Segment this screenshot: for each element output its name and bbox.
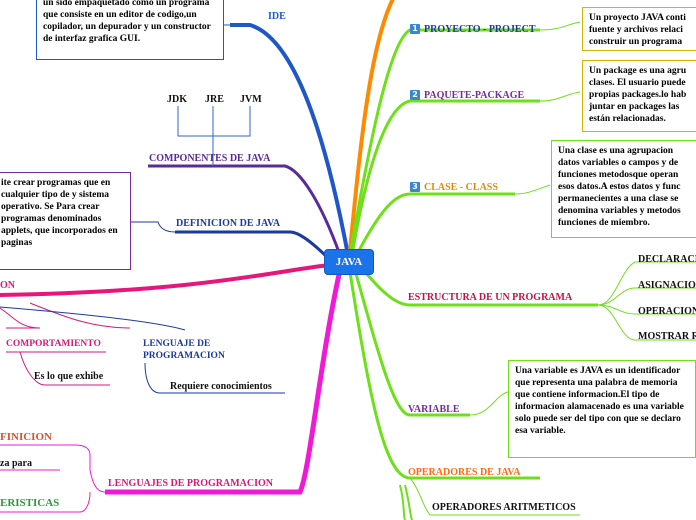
class-label: CLASE - CLASS bbox=[424, 182, 498, 193]
ide-node-label[interactable]: IDE bbox=[268, 11, 286, 22]
class-node[interactable]: 3 CLASE - CLASS bbox=[410, 182, 498, 194]
definition-note-text: ite crear programas que en cualquier tip… bbox=[1, 178, 118, 248]
definition-note-box: ite crear programas que en cualquier tip… bbox=[0, 172, 131, 270]
structure-item-1[interactable]: DECLARACI bbox=[638, 254, 696, 265]
central-topic-java[interactable]: JAVA bbox=[325, 250, 373, 274]
project-node[interactable]: 1 PROYECTO - PROJECT bbox=[410, 24, 536, 36]
structure-item-2[interactable]: ASIGNACIO bbox=[638, 280, 696, 291]
variable-note-box: Una variable es JAVA es un identificador… bbox=[508, 360, 696, 458]
components-node-label[interactable]: COMPONENTES DE JAVA bbox=[149, 153, 271, 164]
class-note-box: Una clase es una agrupacion datos variab… bbox=[551, 140, 696, 238]
project-label: PROYECTO - PROJECT bbox=[424, 24, 536, 35]
structure-item-4[interactable]: MOSTRAR R bbox=[638, 331, 696, 342]
package-label: PAQUETE-PACKAGE bbox=[424, 90, 525, 101]
lenguaje-node[interactable]: LENGUAJE DE PROGRAMACION bbox=[143, 339, 225, 361]
number-badge-1: 1 bbox=[410, 24, 420, 34]
lenguaje-child[interactable]: Requiere conocimientos bbox=[170, 381, 272, 392]
class-note-text: Una clase es una agrupacion datos variab… bbox=[558, 146, 681, 228]
package-note-text: Un package es una agru clases. El usuari… bbox=[589, 66, 687, 124]
comportamiento-child[interactable]: Es lo que exhibe bbox=[34, 371, 104, 382]
operators-child[interactable]: OPERADORES ARITMETICOS bbox=[432, 502, 576, 513]
comportamiento-node[interactable]: COMPORTAMIENTO bbox=[6, 339, 101, 349]
package-note-box: Un package es una agru clases. El usuari… bbox=[582, 60, 696, 132]
operators-node-label[interactable]: OPERADORES DE JAVA bbox=[408, 467, 521, 478]
number-badge-2: 2 bbox=[410, 90, 420, 100]
project-note-box: Un proyecto JAVA conti fuente y archivos… bbox=[582, 7, 696, 51]
variable-note-text: Una variable es JAVA es un identificador… bbox=[515, 366, 684, 436]
component-jdk[interactable]: JDK bbox=[167, 94, 187, 105]
languages-node-label[interactable]: LENGUAJES DE PROGRAMACION bbox=[108, 478, 274, 489]
ide-note-text: un sido empaquetado como un programa que… bbox=[43, 0, 211, 44]
structure-node-label[interactable]: ESTRUCTURA DE UN PROGRAMA bbox=[408, 292, 573, 303]
left-partial-label[interactable]: ON bbox=[0, 280, 15, 291]
component-jre[interactable]: JRE bbox=[205, 94, 224, 105]
project-note-text: Un proyecto JAVA conti fuente y archivos… bbox=[589, 13, 686, 47]
languages-definition-child[interactable]: za para bbox=[0, 458, 32, 469]
component-jvm[interactable]: JVM bbox=[240, 94, 262, 105]
languages-characteristics-label[interactable]: ERISTICAS bbox=[0, 497, 60, 509]
languages-definition-label[interactable]: FINICION bbox=[0, 431, 52, 443]
package-node[interactable]: 2 PAQUETE-PACKAGE bbox=[410, 90, 524, 102]
number-badge-3: 3 bbox=[410, 182, 420, 192]
structure-item-3[interactable]: OPERACION bbox=[638, 306, 696, 317]
variable-node-label[interactable]: VARIABLE bbox=[408, 404, 460, 415]
definition-node-label[interactable]: DEFINICION DE JAVA bbox=[176, 218, 281, 229]
ide-note-box: un sido empaquetado como un programa que… bbox=[36, 0, 224, 60]
